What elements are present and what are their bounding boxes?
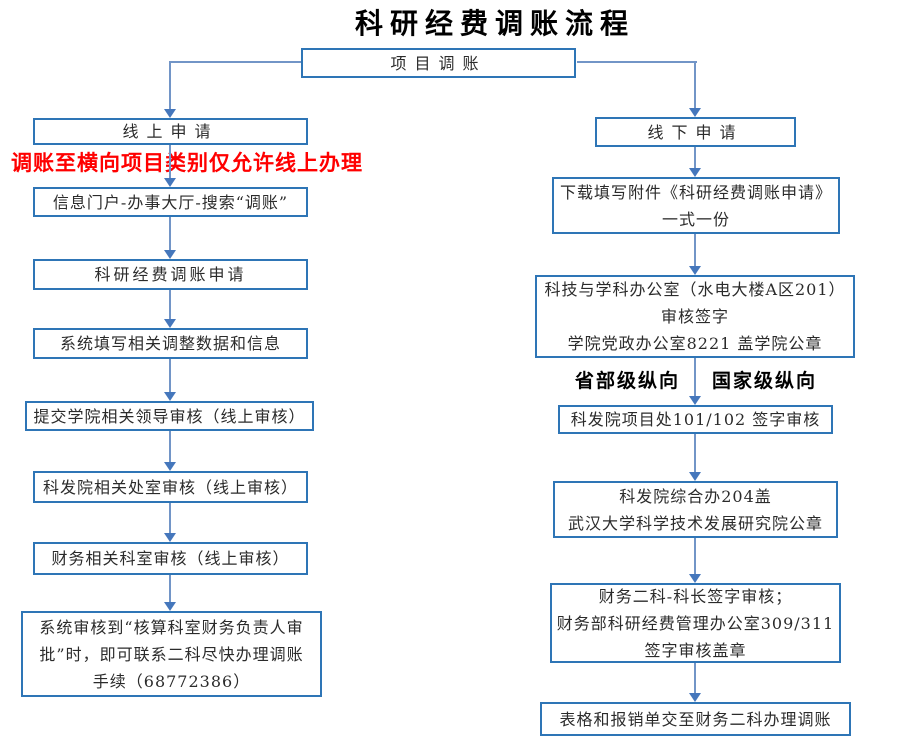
arrow-line [169, 61, 171, 111]
node-finance-section-two-review: 财务二科-科长签字审核； 财务部科研经费管理办公室309/311 签字审核盖章 [550, 583, 841, 663]
arrowhead-icon [164, 462, 176, 471]
node-label: 财务相关科室审核（线上审核） [51, 549, 290, 568]
node-download-form: 下载填写附件《科研经费调账申请》 一式一份 [552, 177, 840, 234]
branch-label-national-vertical: 国家级纵向 [712, 370, 818, 392]
arrow-line [694, 234, 696, 268]
node-label-line: 一式一份 [661, 209, 730, 229]
arrowhead-icon [164, 319, 176, 328]
node-label-line: 手续（68772386） [92, 671, 251, 691]
arrow-line [694, 434, 696, 474]
node-kefayuan-office-review: 科发院相关处室审核（线上审核） [33, 471, 308, 503]
arrow-line [694, 358, 696, 398]
arrowhead-icon [164, 109, 176, 118]
node-submit-forms-to-section-two: 表格和报销单交至财务二科办理调账 [540, 702, 851, 736]
node-label: 表格和报销单交至财务二科办理调账 [559, 709, 832, 729]
node-label-line: 财务部科研经费管理办公室309/311 [556, 613, 835, 633]
node-portal-search: 信息门户-办事大厅-搜索“调账” [33, 187, 308, 217]
flow-arrow-root-to-offline [689, 61, 701, 117]
flow-arrow [689, 358, 701, 405]
node-finance-office-review: 财务相关科室审核（线上审核） [33, 542, 308, 575]
node-label-line: 下载填写附件《科研经费调账申请》 [559, 182, 832, 202]
arrowhead-icon [689, 266, 701, 275]
node-adjustment-application: 科研经费调账申请 [33, 259, 308, 290]
arrow-line [694, 147, 696, 170]
flow-arrow [689, 147, 701, 177]
node-label-line: 财务二科-科长签字审核； [598, 586, 793, 606]
branch-label-provincial-vertical: 省部级纵向 [575, 370, 681, 392]
arrowhead-icon [164, 178, 176, 187]
flow-arrow [164, 217, 176, 259]
connector-top-left [170, 61, 301, 63]
arrowhead-icon [689, 168, 701, 177]
arrowhead-icon [164, 250, 176, 259]
flow-arrow [689, 663, 701, 702]
arrowhead-icon [689, 574, 701, 583]
arrowhead-icon [689, 396, 701, 405]
node-project-office-sign: 科发院项目处101/102 签字审核 [558, 405, 833, 434]
node-label-line: 签字审核盖章 [644, 640, 747, 660]
flow-arrow [164, 575, 176, 611]
node-label: 线下申请 [647, 122, 744, 142]
flow-arrow [164, 431, 176, 471]
arrow-line [169, 575, 171, 604]
flow-arrow [164, 359, 176, 401]
node-label: 科发院项目处101/102 签字审核 [570, 410, 821, 429]
node-college-leader-review: 提交学院相关领导审核（线上审核） [25, 401, 314, 431]
flow-arrow-root-to-online [164, 61, 176, 118]
node-offline-application: 线下申请 [595, 117, 796, 147]
node-label: 提交学院相关领导审核（线上审核） [33, 406, 306, 426]
arrow-line [694, 663, 696, 695]
connector-top-right [577, 61, 697, 63]
flow-arrow [164, 145, 176, 187]
arrowhead-icon [689, 693, 701, 702]
flow-arrow [164, 290, 176, 328]
node-label-line: 科发院综合办204盖 [619, 486, 772, 506]
arrow-line [694, 538, 696, 576]
arrow-line [169, 359, 171, 394]
node-fill-adjustment-data: 系统填写相关调整数据和信息 [33, 328, 308, 359]
node-label: 系统填写相关调整数据和信息 [59, 334, 281, 353]
flow-arrow [689, 434, 701, 481]
arrowhead-icon [164, 602, 176, 611]
node-label: 科发院相关处室审核（线上审核） [42, 477, 298, 497]
note-online-only-warning: 调账至横向项目类别仅允许线上办理 [11, 150, 363, 175]
flowchart-title: 科研经费调账流程 [354, 7, 636, 40]
node-online-application: 线上申请 [33, 118, 308, 145]
arrow-line [169, 145, 171, 180]
node-label-line: 审核签字 [660, 307, 729, 326]
node-label: 项目调账 [390, 53, 487, 73]
arrow-line [169, 503, 171, 535]
arrow-line [169, 290, 171, 321]
arrowhead-icon [164, 533, 176, 542]
node-contact-section-two: 系统审核到“核算科室财务负责人审 批”时，即可联系二科尽快办理调账 手续（687… [21, 611, 322, 697]
flow-arrow [689, 234, 701, 275]
flow-arrow [164, 503, 176, 542]
arrow-line [169, 217, 171, 252]
node-label-line: 学院党政办公室8221 盖学院公章 [567, 334, 823, 353]
arrowhead-icon [164, 392, 176, 401]
node-label-line: 批”时，即可联系二科尽快办理调账 [39, 644, 304, 664]
flow-arrow [689, 538, 701, 583]
node-tech-discipline-office: 科技与学科办公室（水电大楼A区201） 审核签字 学院党政办公室8221 盖学院… [535, 275, 855, 358]
node-label: 信息门户-办事大厅-搜索“调账” [52, 192, 289, 212]
node-general-office-seal: 科发院综合办204盖 武汉大学科学技术发展研究院公章 [553, 481, 838, 538]
node-label: 线上申请 [122, 122, 219, 141]
node-label-line: 系统审核到“核算科室财务负责人审 [39, 617, 304, 637]
arrowhead-icon [689, 472, 701, 481]
arrowhead-icon [689, 108, 701, 117]
node-label: 科研经费调账申请 [94, 265, 247, 284]
node-label-line: 武汉大学科学技术发展研究院公章 [567, 513, 823, 533]
node-project-adjustment: 项目调账 [301, 48, 576, 78]
node-label-line: 科技与学科办公室（水电大楼A区201） [544, 280, 846, 299]
arrow-line [694, 61, 696, 110]
arrow-line [169, 431, 171, 464]
